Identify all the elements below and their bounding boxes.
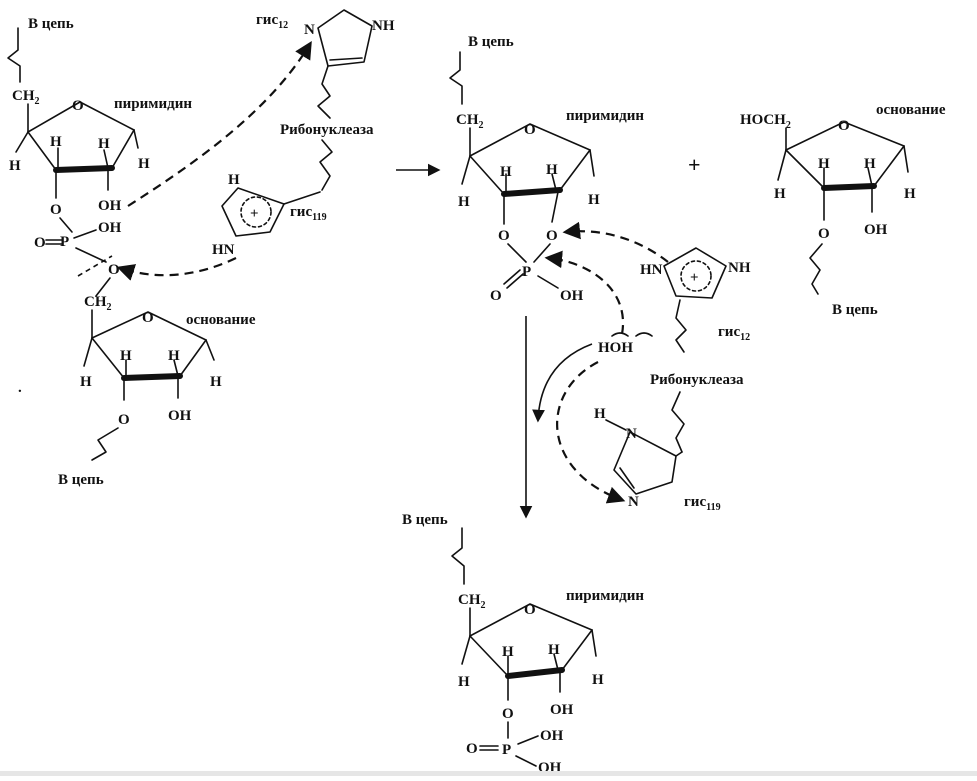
enzyme-left: гис12 N NH Рибонуклеаза + H HN гис119 <box>212 9 395 258</box>
released-nucleoside: HOCH2 O основание H H H H OH O В цепь <box>740 102 946 318</box>
nh-group: NH <box>728 260 751 276</box>
phosphorus-atom: P <box>502 742 511 758</box>
n-atom: N <box>626 426 637 442</box>
mechanism-arrow-1 <box>562 221 669 263</box>
h-atom: H <box>120 348 132 364</box>
base-label: основание <box>186 312 256 328</box>
ch2-group: CH2 <box>84 294 112 313</box>
oh-group: OH <box>560 288 584 304</box>
chain-label-bottom: В цепь <box>402 512 448 528</box>
pyrimidine-label: пиримидин <box>566 108 644 124</box>
bottom-edge-strip <box>0 771 977 776</box>
phosphorus-atom: P <box>522 264 531 280</box>
substrate-bottom-ribose: CH2 O основание H H H H OH O В цепь . <box>18 294 256 488</box>
h-atom: H <box>502 644 514 660</box>
oxygen-atom: O <box>490 288 502 304</box>
stray-dot: . <box>18 380 22 396</box>
h-atom: H <box>818 156 830 172</box>
hn-group: HN <box>640 262 663 278</box>
product-3-phosphate: В цепь CH2 O пиримидин H H H H OH O P O … <box>402 512 644 776</box>
ch2-group: CH2 <box>456 112 484 131</box>
h-atom: H <box>864 156 876 172</box>
oxygen-atom: O <box>498 228 510 244</box>
h-atom: H <box>774 186 786 202</box>
pyrimidine-label: пиримидин <box>114 96 192 112</box>
his12-label: гис12 <box>256 12 288 31</box>
substrate-top-ribose: В цепь CH2 O пиримидин H H H H OH O <box>7 16 192 218</box>
chain-label-top-left: В цепь <box>28 16 74 32</box>
oh-group: OH <box>550 702 574 718</box>
h-atom: H <box>168 348 180 364</box>
ring-oxygen: O <box>72 98 84 114</box>
h-atom: H <box>210 374 222 390</box>
proton-return-arrow <box>556 361 626 504</box>
positive-charge: + <box>690 270 699 286</box>
oxygen-atom: O <box>818 226 830 242</box>
chain-label-bottom-left: В цепь <box>58 472 104 488</box>
cyclic-intermediate: В цепь CH2 O пиримидин H H H H O O P O O… <box>449 34 644 304</box>
h-atom: H <box>592 672 604 688</box>
ch2-group: CH2 <box>458 592 486 611</box>
h-atom: H <box>80 374 92 390</box>
mechanism-arrow-2 <box>544 250 625 335</box>
oh-group: OH <box>98 220 122 236</box>
oxygen-atom: O <box>118 412 130 428</box>
ring-oxygen: O <box>838 118 850 134</box>
water-molecule: HOH <box>598 340 633 356</box>
hn-group: HN <box>212 242 235 258</box>
oh-group: OH <box>540 728 564 744</box>
h-atom: H <box>500 164 512 180</box>
h-atom: H <box>138 156 150 172</box>
h-atom: H <box>50 134 62 150</box>
h-atom: H <box>458 674 470 690</box>
h-atom: H <box>588 192 600 208</box>
his119-label: гис119 <box>684 494 721 513</box>
his119-label: гис119 <box>290 204 327 223</box>
oxygen-atom: O <box>466 741 478 757</box>
oxygen-atom: O <box>34 235 46 251</box>
enzyme-right: + HN NH гис12 Рибонуклеаза H N N гис119 … <box>594 247 751 513</box>
oxygen-atom: O <box>502 706 514 722</box>
hoch2-group: HOCH2 <box>740 112 791 131</box>
h-atom: H <box>548 642 560 658</box>
h-atom: H <box>594 406 606 422</box>
proton-transfer-arrow-1 <box>127 40 312 207</box>
h-atom: H <box>458 194 470 210</box>
phosphodiester-group: P O OH O <box>34 217 122 297</box>
plus-sign: + <box>688 152 701 177</box>
pyrimidine-label: пиримидин <box>566 588 644 604</box>
ring-oxygen: O <box>524 602 536 618</box>
ribonuclease-label-left: Рибонуклеаза <box>280 122 374 138</box>
oh-group: OH <box>168 408 192 424</box>
oxygen-atom: O <box>546 228 558 244</box>
h-atom: H <box>228 172 240 188</box>
n-atom: N <box>628 494 639 510</box>
ring-oxygen: O <box>524 122 536 138</box>
positive-charge: + <box>250 206 259 222</box>
oxygen-atom: O <box>50 202 62 218</box>
h-atom: H <box>98 136 110 152</box>
ch2-group: CH2 <box>12 88 40 107</box>
chain-label-middle: В цепь <box>468 34 514 50</box>
water-attack-arrow <box>532 343 593 423</box>
ring-oxygen: O <box>142 310 154 326</box>
h-atom: H <box>9 158 21 174</box>
phosphorus-atom: P <box>60 234 69 250</box>
n-atom: N <box>304 22 315 38</box>
proton-transfer-arrow-2 <box>116 257 237 281</box>
h-atom: H <box>546 162 558 178</box>
h-atom: H <box>904 186 916 202</box>
nh-group: NH <box>372 18 395 34</box>
oh-group: OH <box>98 198 122 214</box>
ribonuclease-label-right: Рибонуклеаза <box>650 372 744 388</box>
oxygen-atom: O <box>108 262 120 278</box>
oh-group: OH <box>864 222 888 238</box>
chain-label-right: В цепь <box>832 302 878 318</box>
his12-label: гис12 <box>718 324 750 343</box>
base-label: основание <box>876 102 946 118</box>
